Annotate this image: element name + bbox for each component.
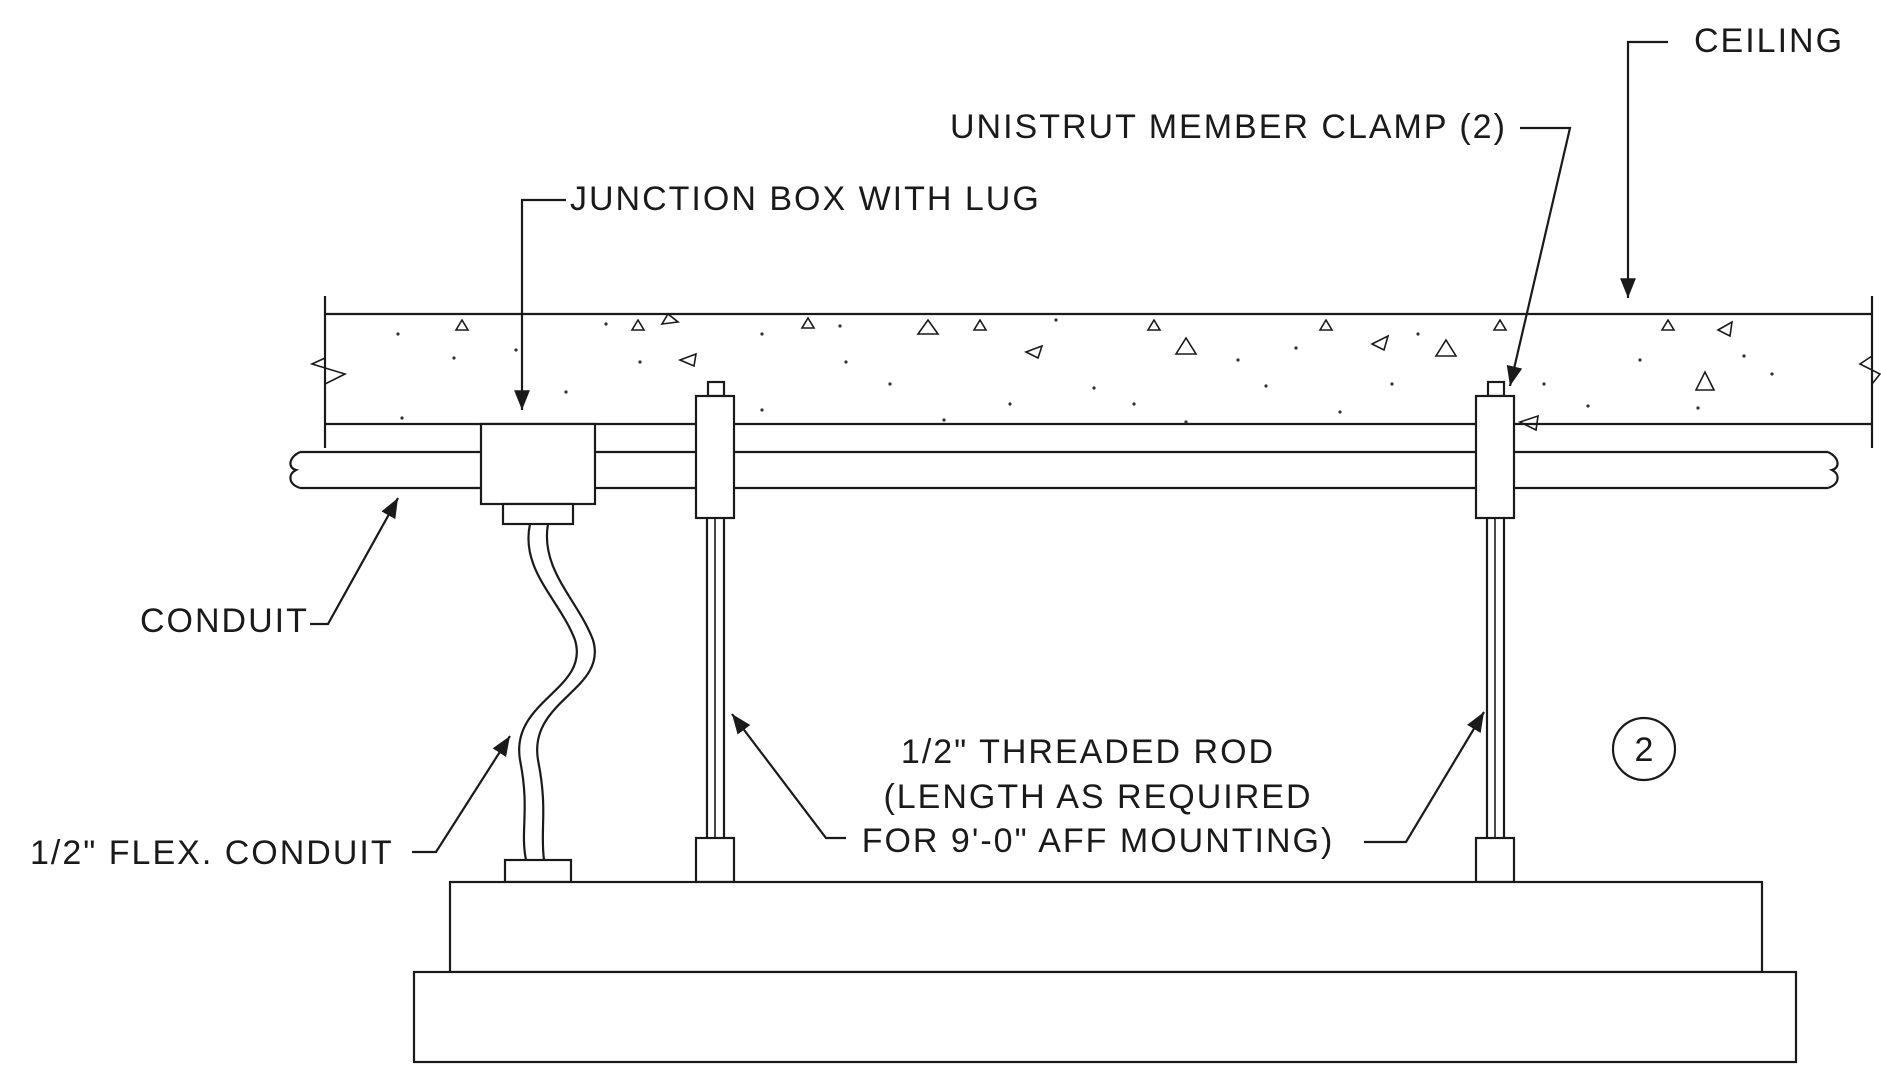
threaded-rod-label-line1: 1/2" THREADED ROD	[901, 733, 1275, 771]
detail-number: 2	[1635, 731, 1654, 769]
concrete-aggregate	[454, 312, 1734, 432]
flex-conduit-label: 1/2" FLEX. CONDUIT	[30, 834, 394, 872]
threaded-rod-right	[1474, 380, 1516, 884]
leader-lines	[310, 40, 1668, 854]
threaded-rod-left	[694, 380, 736, 884]
conduit-label: CONDUIT	[140, 602, 309, 640]
ceiling-label: CEILING	[1694, 22, 1844, 60]
concrete-specks	[396, 318, 1774, 424]
threaded-rod-label-line3: FOR 9'-0" AFF MOUNTING)	[862, 822, 1335, 860]
unistrut-clamp-label: UNISTRUT MEMBER CLAMP (2)	[950, 108, 1507, 146]
detail-number-bubble: 2	[1611, 716, 1677, 782]
threaded-rod-label-line2: (LENGTH AS REQUIRED	[883, 778, 1312, 816]
junction-box-label: JUNCTION BOX WITH LUG	[570, 180, 1041, 218]
junction-box	[479, 422, 597, 526]
flex-conduit	[503, 523, 596, 884]
light-fixture	[412, 880, 1798, 1064]
